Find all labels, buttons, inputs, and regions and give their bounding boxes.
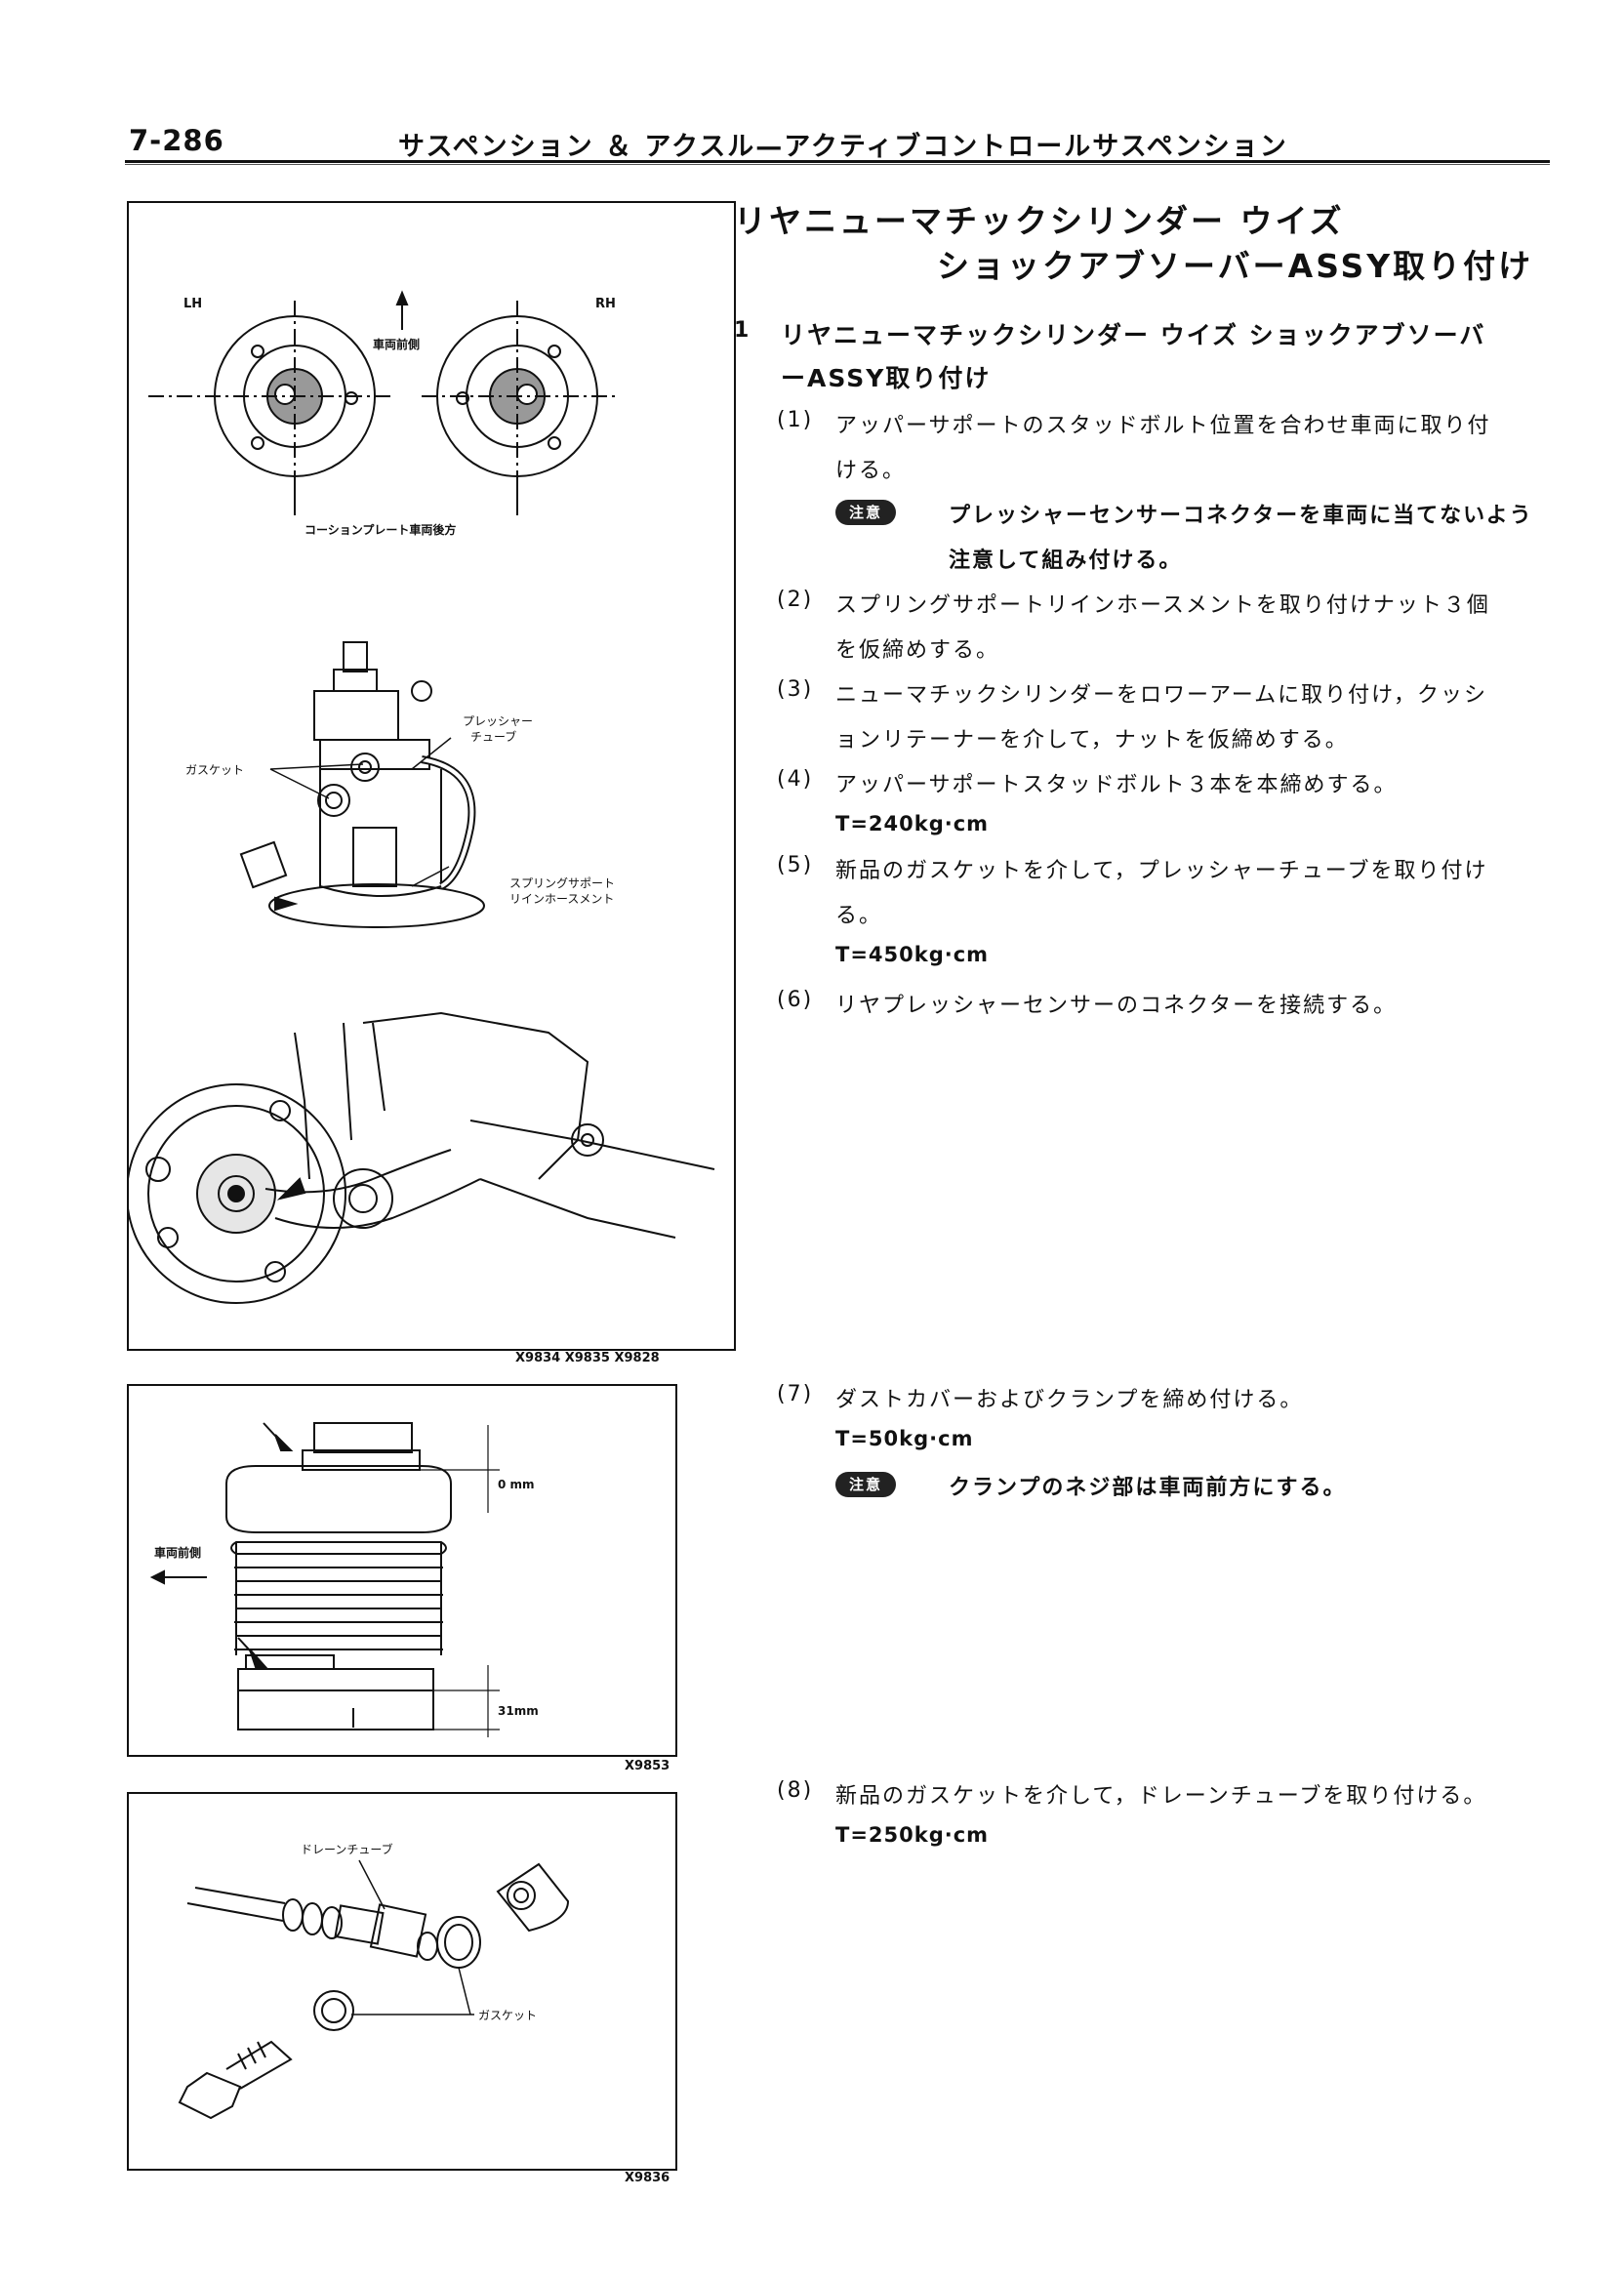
caution-plate-label: コーションプレート車両後方 xyxy=(304,523,457,537)
gasket-label-3: ガスケット xyxy=(478,2009,538,2022)
pressure-tube-label-1: プレッシャー xyxy=(463,714,534,728)
section-number: 1 xyxy=(734,318,750,343)
dim-top-label: 0 mm xyxy=(498,1478,535,1491)
step-5-number: (5) xyxy=(777,853,814,877)
step-3-line1: ニューマチックシリンダーをロワーアームに取り付け，クッシ xyxy=(835,683,1488,708)
header-rule xyxy=(125,160,1550,163)
spring-support-label-1: スプリングサポート xyxy=(509,876,616,890)
procedure-title-line1: リヤニューマチックシリンダー ウイズ xyxy=(734,202,1345,240)
step-2-line2: を仮締めする。 xyxy=(835,638,1000,663)
pressure-tube-label-2: チューブ xyxy=(470,730,517,744)
step-4-number: (4) xyxy=(777,767,814,792)
note-1-line1: プレッシャーセンサーコネクターを車両に当てないよう xyxy=(949,504,1533,528)
figure-dust-cover-drawing xyxy=(149,1422,500,1737)
section-heading-line1: リヤニューマチックシリンダー ウイズ ショックアブソーバ xyxy=(781,321,1486,349)
spring-support-label-2: リインホースメント xyxy=(509,892,615,906)
step-7-number: (7) xyxy=(777,1382,814,1406)
caution-badge-1: 注意 xyxy=(835,500,896,525)
step-3-number: (3) xyxy=(777,677,814,702)
figure-installation-drawing xyxy=(129,290,734,1304)
front-label-2: 車両前側 xyxy=(154,1546,202,1560)
step-8-torque: T=250kg·cm xyxy=(835,1823,990,1847)
figure1-code: X9834 X9835 X9828 xyxy=(515,1351,660,1365)
step-2-line1: スプリングサポートリインホースメントを取り付けナット３個 xyxy=(835,593,1490,618)
step-7-line1: ダストカバーおよびクランプを締め付ける。 xyxy=(835,1388,1304,1412)
step-4-line1: アッパーサポートスタッドボルト３本を本締めする。 xyxy=(835,773,1398,797)
page-number: 7-286 xyxy=(129,124,224,157)
step-3-line2: ョンリテーナーを介して，ナットを仮締めする。 xyxy=(835,728,1349,753)
figure-installation: LH RH 車両前側 コーションプレート車両後方 プレッシャー チューブ ガスケ… xyxy=(127,201,736,1351)
figure3-code: X9836 xyxy=(625,2171,670,2185)
lh-label: LH xyxy=(183,297,203,311)
front-label: 車両前側 xyxy=(373,338,421,351)
step-6-line1: リヤプレッシャーセンサーのコネクターを接続する。 xyxy=(835,994,1398,1018)
section-heading-line2: ーASSY取り付け xyxy=(781,364,992,392)
step-1-number: (1) xyxy=(777,408,814,432)
step-5-line1: 新品のガスケットを介して，プレッシャーチューブを取り付け xyxy=(835,859,1488,883)
figure-drain-tube-drawing xyxy=(178,1859,570,2120)
step-8-line1: 新品のガスケットを介して，ドレーンチューブを取り付ける。 xyxy=(835,1784,1487,1809)
step-1-line2: ける。 xyxy=(835,459,907,483)
drain-tube-label: ドレーンチューブ xyxy=(301,1843,393,1856)
figure-drain-tube: ドレーンチューブ ガスケット xyxy=(127,1792,677,2171)
step-5-line2: る。 xyxy=(835,904,883,928)
step-4-torque: T=240kg·cm xyxy=(835,812,990,835)
step-1-line1: アッパーサポートのスタッドボルト位置を合わせ車両に取り付 xyxy=(835,414,1491,438)
step-2-number: (2) xyxy=(777,588,814,612)
figure2-code: X9853 xyxy=(625,1759,670,1773)
gasket-label: ガスケット xyxy=(185,763,245,777)
step-8-number: (8) xyxy=(777,1778,814,1803)
step-7-torque: T=50kg·cm xyxy=(835,1427,974,1450)
header-rule-thin xyxy=(125,164,1550,165)
dim-bottom-label: 31mm xyxy=(498,1704,539,1718)
caution-badge-2: 注意 xyxy=(835,1472,896,1497)
note-1-line2: 注意して組み付ける。 xyxy=(949,549,1183,573)
rh-label: RH xyxy=(595,297,616,311)
procedure-title-line2: ショックアブソーバーASSY取り付け xyxy=(937,247,1534,285)
note-2-line1: クランプのネジ部は車両前方にする。 xyxy=(949,1476,1347,1500)
step-6-number: (6) xyxy=(777,988,814,1012)
running-head: サスペンション ＆ アクスル—アクティブコントロールサスペンション xyxy=(398,132,1288,162)
step-5-torque: T=450kg·cm xyxy=(835,943,990,966)
figure-dust-cover: 0 mm 31mm 車両前側 xyxy=(127,1384,677,1757)
